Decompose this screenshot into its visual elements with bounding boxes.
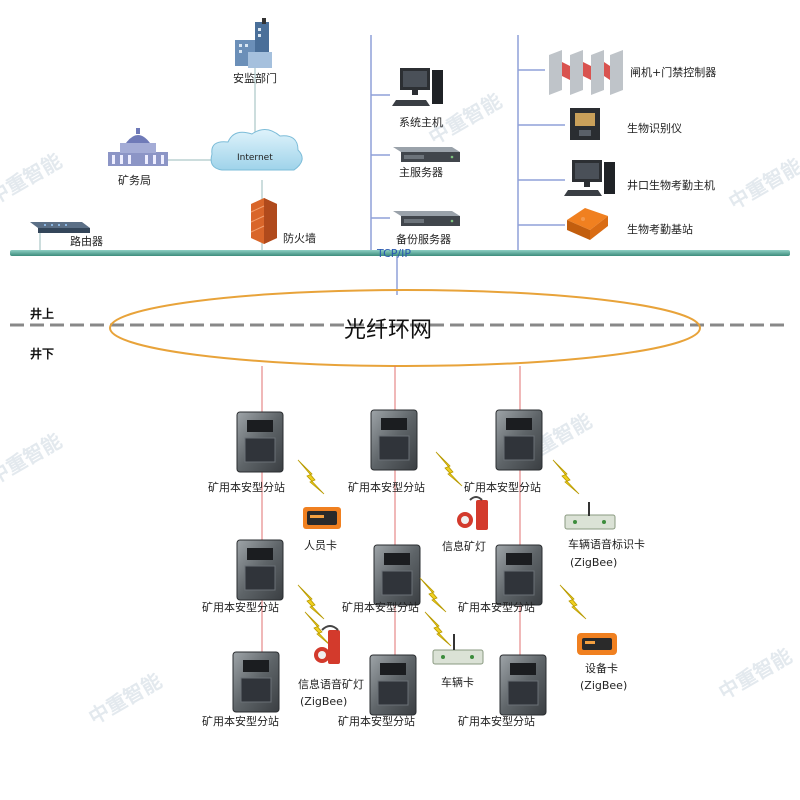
substation-box-icon bbox=[369, 654, 417, 716]
substation-label: 矿用本安型分站 bbox=[202, 600, 279, 614]
substation-label: 矿用本安型分站 bbox=[208, 480, 285, 494]
watermark: 中重智能 bbox=[715, 644, 796, 705]
gate-label: 闸机+门禁控制器 bbox=[630, 65, 716, 79]
substation-box-icon bbox=[236, 539, 284, 601]
device-card-icon bbox=[577, 633, 617, 655]
info-lamp-label: 信息矿灯 bbox=[442, 539, 486, 553]
biometric-reader-icon bbox=[570, 108, 600, 140]
zigbee-label: (ZigBee) bbox=[300, 695, 347, 708]
backup-server-label: 备份服务器 bbox=[396, 232, 451, 246]
substation-box-icon bbox=[236, 411, 284, 473]
substation-label: 矿用本安型分站 bbox=[338, 714, 415, 728]
personnel-card-label: 人员卡 bbox=[304, 539, 337, 552]
wireless-signal-icon bbox=[304, 611, 332, 647]
bio-reader-label: 生物识别仪 bbox=[627, 121, 682, 135]
turnstile-gate-icon bbox=[549, 50, 623, 95]
desktop-computer-icon bbox=[564, 160, 615, 196]
supervision-label: 安监部门 bbox=[233, 71, 277, 85]
vehicle-card-label: 车辆卡 bbox=[441, 675, 474, 689]
above-ground-label: 井上 bbox=[30, 306, 54, 321]
vehicle-tag-icon bbox=[432, 634, 484, 665]
watermark: 中重智能 bbox=[0, 149, 66, 210]
rack-server-icon bbox=[393, 147, 460, 162]
watermark: 中重智能 bbox=[725, 154, 800, 215]
network-bus bbox=[10, 250, 790, 256]
router-icon bbox=[30, 222, 90, 233]
internet-label: Internet bbox=[237, 153, 273, 163]
fiber-ring bbox=[109, 289, 701, 367]
wireless-signal-icon bbox=[559, 584, 587, 620]
firewall-label: 防火墙 bbox=[283, 231, 316, 245]
fiber-ring-label: 光纤环网 bbox=[344, 318, 432, 343]
wireless-signal-icon bbox=[419, 577, 447, 613]
below-ground-label: 井下 bbox=[30, 346, 54, 361]
vehicle-tag-icon bbox=[564, 502, 616, 530]
main-server-label: 主服务器 bbox=[399, 166, 443, 179]
substation-label: 矿用本安型分站 bbox=[342, 600, 419, 614]
miner-lamp-icon bbox=[457, 496, 488, 530]
substation-box-icon bbox=[495, 409, 543, 471]
wireless-signal-icon bbox=[297, 584, 325, 620]
well-host-label: 井口生物考勤主机 bbox=[627, 178, 715, 192]
miner-lamp-icon bbox=[314, 625, 340, 664]
substation-label: 矿用本安型分站 bbox=[458, 600, 535, 614]
device-card-label: 设备卡 bbox=[585, 661, 618, 675]
substation-label: 矿用本安型分站 bbox=[202, 714, 279, 728]
firewall-icon bbox=[250, 198, 277, 244]
bio-base-label: 生物考勤基站 bbox=[627, 222, 693, 236]
substation-box-icon bbox=[373, 544, 421, 606]
system-host-label: 系统主机 bbox=[399, 115, 443, 129]
personnel-card-icon bbox=[303, 507, 341, 529]
wireless-signal-icon bbox=[435, 451, 463, 487]
watermark: 中重智能 bbox=[85, 669, 166, 730]
internet-cloud-icon bbox=[210, 129, 303, 171]
substation-box-icon bbox=[495, 544, 543, 606]
wireless-signal-icon bbox=[297, 459, 325, 495]
tcpip-label: TCP/IP bbox=[376, 247, 411, 260]
zigbee-label: (ZigBee) bbox=[580, 679, 627, 692]
substation-label: 矿用本安型分站 bbox=[464, 480, 541, 494]
base-station-icon bbox=[567, 208, 608, 240]
substation-box-icon bbox=[370, 409, 418, 471]
mining-bureau-label: 矿务局 bbox=[118, 174, 151, 187]
zigbee-label: (ZigBee) bbox=[570, 556, 617, 569]
substation-box-icon bbox=[499, 654, 547, 716]
substation-label: 矿用本安型分站 bbox=[458, 714, 535, 728]
router-label: 路由器 bbox=[70, 234, 103, 248]
wireless-signal-icon bbox=[552, 459, 580, 495]
wireless-signal-icon bbox=[424, 611, 452, 647]
substation-box-icon bbox=[232, 651, 280, 713]
building-icon bbox=[235, 18, 272, 68]
rack-server-icon bbox=[393, 211, 460, 226]
watermark: 中重智能 bbox=[0, 429, 66, 490]
desktop-computer-icon bbox=[392, 68, 443, 106]
capitol-building-icon bbox=[108, 128, 168, 166]
vehicle-voice-card-label: 车辆语音标识卡 bbox=[568, 537, 645, 551]
info-voice-lamp-label: 信息语音矿灯 bbox=[298, 677, 364, 691]
substation-label: 矿用本安型分站 bbox=[348, 480, 425, 494]
